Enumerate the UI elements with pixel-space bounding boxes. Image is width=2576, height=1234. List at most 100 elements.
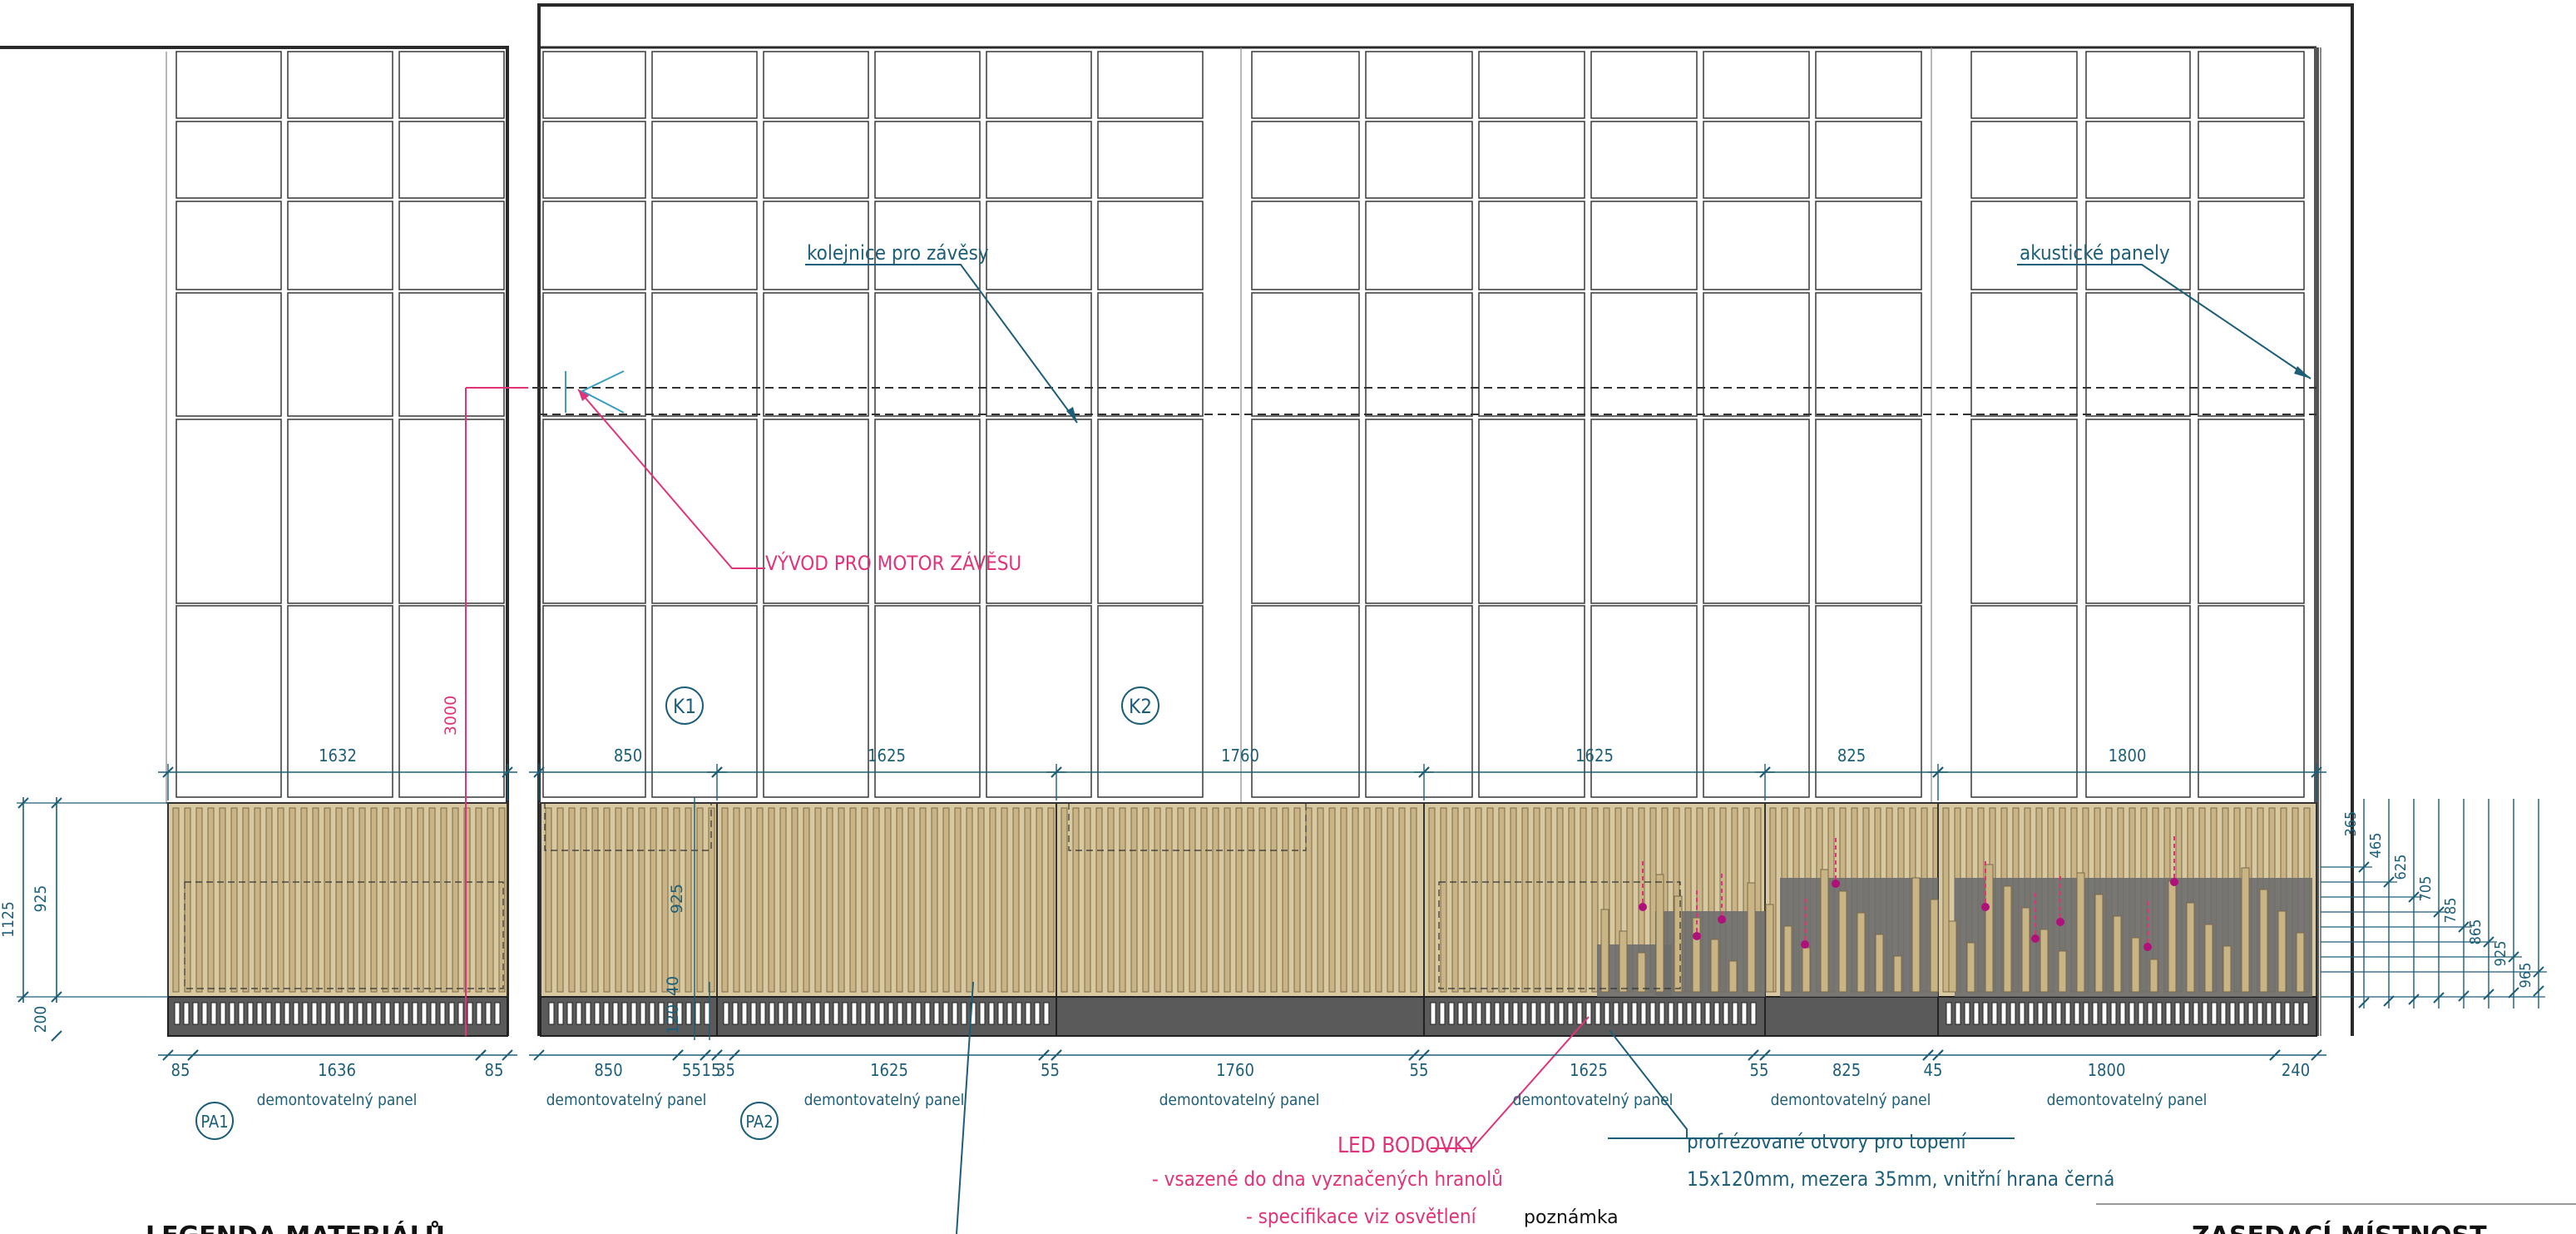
dim-value: 365 xyxy=(2342,811,2360,837)
dim-value: 1625 xyxy=(868,746,906,766)
wood-slat xyxy=(172,807,180,993)
acoustic-panel xyxy=(1251,121,1360,199)
vent-slot xyxy=(906,1002,912,1025)
wood-slat xyxy=(382,807,389,993)
acoustic-panel xyxy=(542,201,646,290)
vent-slot xyxy=(348,1002,354,1025)
heating-label: profrézované otvory pro topení xyxy=(1687,1130,1966,1153)
wood-slat xyxy=(966,807,973,993)
acoustic-panel xyxy=(1365,201,1473,290)
svg-text:PA2: PA2 xyxy=(745,1112,773,1132)
wood-slat xyxy=(603,807,611,993)
acoustic-panel xyxy=(1251,605,1360,798)
wood-slat xyxy=(1521,807,1529,993)
vent-slot xyxy=(1973,1002,1980,1025)
panel-label: demontovatelný panel xyxy=(1513,1091,1674,1109)
wood-slat xyxy=(1293,807,1301,993)
wood-slat xyxy=(1545,807,1552,993)
acoustic-panel xyxy=(2198,121,2305,199)
acoustic-panel xyxy=(1365,292,1473,417)
wood-slat xyxy=(744,807,752,993)
acoustic-panel xyxy=(1815,605,1922,798)
vent-slot xyxy=(403,1002,409,1025)
wood-slat xyxy=(1282,807,1289,993)
stepped-slat xyxy=(1930,899,1939,993)
dim-tick xyxy=(1038,1049,1050,1061)
wood-slat xyxy=(1510,807,1517,993)
vent-slot xyxy=(915,1002,922,1025)
wood-slat xyxy=(556,807,564,993)
vent-slot xyxy=(448,1002,455,1025)
vent-slot xyxy=(1006,1002,1013,1025)
acoustic-panel xyxy=(986,51,1092,119)
acoustic-panel xyxy=(1365,419,1473,604)
wood-slat xyxy=(1177,807,1184,993)
vent-slot xyxy=(1991,1002,1998,1025)
dim-value: 925 xyxy=(2492,941,2509,967)
vent-slot xyxy=(1741,1002,1748,1025)
vent-slot xyxy=(247,1002,254,1025)
vent-slot xyxy=(640,1002,646,1025)
wood-slat xyxy=(580,807,587,993)
stepped-slat xyxy=(1728,960,1738,993)
vent-slot xyxy=(302,1002,309,1025)
dim-tick xyxy=(729,1049,740,1061)
vent-slot xyxy=(311,1002,318,1025)
acoustic-panel xyxy=(1365,51,1473,119)
wood-slat xyxy=(1463,807,1471,993)
vent-slot xyxy=(814,1002,821,1025)
dim-value: 3000 xyxy=(442,696,460,736)
acoustic-panel xyxy=(1590,419,1698,604)
acoustic-panel xyxy=(398,121,505,199)
vent-slot xyxy=(2302,1002,2309,1025)
acoustic-panel xyxy=(1703,51,1810,119)
marker-k2: K2 xyxy=(1121,686,1159,725)
wood-slat xyxy=(977,807,985,993)
acoustic-panel xyxy=(1478,51,1585,119)
dim-value: 1625 xyxy=(1575,746,1614,766)
vent-slot xyxy=(421,1002,428,1025)
wood-slat xyxy=(954,807,962,993)
acoustic-panel xyxy=(398,292,505,417)
vent-slot xyxy=(2266,1002,2272,1025)
vent-slot xyxy=(1723,1002,1729,1025)
dim-value: 55 xyxy=(1750,1060,1769,1080)
stepped-slat xyxy=(1875,934,1884,993)
dim-tick xyxy=(1051,1049,1062,1061)
vent-slot xyxy=(594,1002,601,1025)
wood-slat xyxy=(791,807,799,993)
vent-slot xyxy=(1732,1002,1738,1025)
acoustic-panel xyxy=(651,605,758,798)
vent-slot xyxy=(685,1002,692,1025)
vent-slot xyxy=(988,1002,995,1025)
curtain-rail xyxy=(466,387,2316,415)
vent-slot xyxy=(658,1002,665,1025)
wood-slat xyxy=(1258,807,1266,993)
vent-slot xyxy=(1521,1002,1528,1025)
acoustic-panel xyxy=(2198,419,2305,604)
wood-slat xyxy=(242,807,250,993)
dim-value: 705 xyxy=(2417,876,2435,902)
stepped-slat xyxy=(1820,869,1829,993)
vent-slot xyxy=(2174,1002,2181,1025)
stepped-slat xyxy=(2040,929,2049,993)
acoustic-panel xyxy=(1970,201,2078,290)
acoustic-panel xyxy=(1478,292,1585,417)
dim-value: 85 xyxy=(485,1060,504,1080)
acoustic-panel xyxy=(2085,121,2191,199)
vent-slot xyxy=(1016,1002,1022,1025)
hidden-outline xyxy=(184,881,504,989)
vent-slot xyxy=(1576,1002,1583,1025)
dim-value: 1636 xyxy=(318,1060,356,1080)
wood-slat xyxy=(756,807,764,993)
acoustic-panel xyxy=(1590,121,1698,199)
dim-tick xyxy=(475,1049,487,1061)
vent-slot xyxy=(412,1002,418,1025)
vent-slot xyxy=(2211,1002,2218,1025)
wood-slat xyxy=(1142,807,1150,993)
acoustic-panel xyxy=(1815,51,1922,119)
vent-slot xyxy=(695,1002,701,1025)
vent-slot xyxy=(585,1002,591,1025)
base-plinth xyxy=(1764,996,1939,1037)
vent-slot xyxy=(375,1002,382,1025)
